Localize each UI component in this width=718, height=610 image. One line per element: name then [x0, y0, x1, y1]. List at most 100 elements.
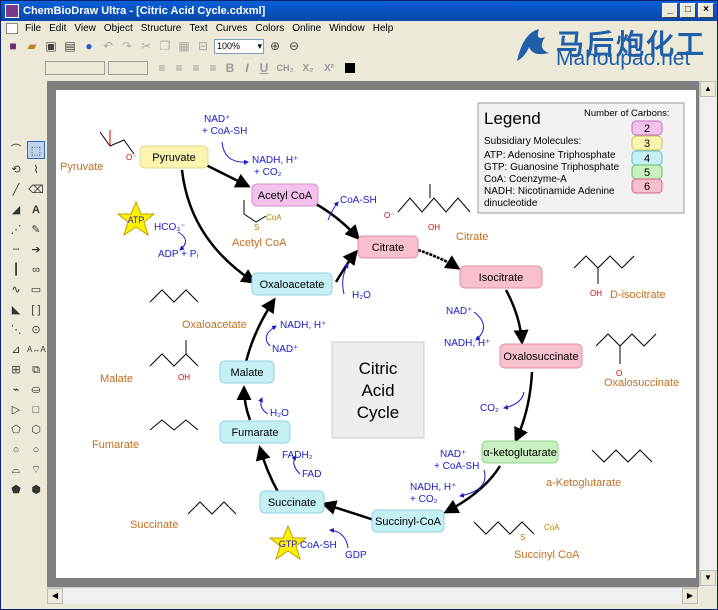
- print-icon[interactable]: ▤: [64, 39, 76, 53]
- scroll-right-button[interactable]: ▶: [682, 588, 698, 604]
- cyclopropane-tool[interactable]: ▷: [11, 404, 21, 416]
- chain-tool[interactable]: ⌇: [33, 164, 39, 176]
- help-icon[interactable]: ●: [85, 39, 93, 53]
- charge-tool[interactable]: ⊙: [31, 324, 41, 336]
- structure-label-malate: Malate: [100, 373, 133, 385]
- arrow-tool[interactable]: ➔: [31, 244, 41, 256]
- menu-help[interactable]: Help: [372, 22, 394, 34]
- query-tool[interactable]: ⧉: [32, 364, 40, 376]
- hash-bond-tool[interactable]: ⋰: [10, 224, 22, 236]
- box-succinyl-coa[interactable]: [371, 509, 445, 533]
- new-document-icon[interactable]: ■: [9, 39, 17, 53]
- wedge-tool[interactable]: ◢: [11, 204, 21, 216]
- box-pyruvate[interactable]: [139, 145, 209, 169]
- chair-tool-1[interactable]: ⌓: [11, 464, 21, 476]
- horizontal-scrollbar[interactable]: ◀ ▶: [47, 587, 699, 604]
- benzene-tool[interactable]: ⬢: [31, 484, 41, 496]
- save-icon[interactable]: ▣: [45, 39, 57, 53]
- align-center-icon[interactable]: ≡: [175, 61, 183, 75]
- eraser-tool[interactable]: ⌫: [28, 184, 44, 196]
- text-tool[interactable]: A: [32, 204, 40, 216]
- table-tool[interactable]: ⊞: [11, 364, 21, 376]
- scroll-down-button[interactable]: ▼: [700, 570, 716, 586]
- box-isocitrate[interactable]: [459, 265, 543, 289]
- font-select[interactable]: [45, 61, 105, 75]
- italic-button[interactable]: I: [245, 61, 249, 75]
- legend-line-atp: ATP: Adenosine Triphosphate: [484, 150, 616, 161]
- lasso-tool[interactable]: ⌒: [10, 144, 22, 156]
- vertical-scrollbar[interactable]: ▲ ▼: [699, 81, 716, 587]
- dashed-bond-tool[interactable]: ┄: [12, 244, 20, 256]
- menu-online[interactable]: Online: [292, 22, 322, 34]
- cut-icon[interactable]: ✂: [140, 39, 152, 53]
- box-oxalosuccinate[interactable]: [499, 343, 583, 369]
- maximize-button[interactable]: □: [680, 3, 696, 18]
- menu-text[interactable]: Text: [189, 22, 208, 34]
- align-left-icon[interactable]: ≡: [158, 61, 166, 75]
- box-oxaloacetate[interactable]: [251, 272, 333, 296]
- cyclobutane-tool[interactable]: □: [32, 404, 40, 416]
- copy-icon[interactable]: ❐: [159, 39, 171, 53]
- cycloheptane-tool[interactable]: ○: [12, 444, 20, 456]
- scroll-up-button[interactable]: ▲: [700, 81, 716, 97]
- menu-colors[interactable]: Colors: [255, 22, 285, 34]
- menu-edit[interactable]: Edit: [49, 22, 67, 34]
- zoom-out-icon[interactable]: ⊖: [288, 39, 300, 53]
- menu-curves[interactable]: Curves: [215, 22, 248, 34]
- cyclooctane-tool[interactable]: ○: [32, 444, 40, 456]
- box-fumarate[interactable]: [219, 420, 291, 444]
- mapping-tool[interactable]: A↔A: [27, 345, 46, 354]
- ring-bond-tool[interactable]: ⊿: [11, 344, 21, 356]
- bold-button[interactable]: B: [225, 61, 235, 75]
- underline-button[interactable]: U: [259, 61, 269, 75]
- chair-tool-2[interactable]: ⌔: [30, 464, 42, 476]
- bold-bond-tool[interactable]: ┃: [12, 264, 20, 276]
- stamp-tool[interactable]: ⛀: [31, 384, 41, 396]
- cyclopentane-tool[interactable]: ⬠: [11, 424, 21, 436]
- superscript-button[interactable]: X²: [324, 62, 334, 74]
- wavy-bond-tool[interactable]: ∿: [11, 284, 21, 296]
- color-swatch[interactable]: [345, 63, 355, 73]
- rotate-tool[interactable]: ⟲: [11, 164, 21, 176]
- open-folder-icon[interactable]: ▰: [27, 39, 37, 53]
- hashed-wedge-tool[interactable]: ⋱: [10, 324, 22, 336]
- bracket-tool[interactable]: [ ]: [31, 304, 41, 316]
- box-succinate[interactable]: [259, 490, 325, 514]
- chain-draw-tool[interactable]: ⌁: [12, 384, 20, 396]
- pen-tool[interactable]: ✎: [31, 224, 41, 236]
- drawing-tool[interactable]: ▭: [30, 284, 42, 296]
- zoom-select[interactable]: 100%: [214, 38, 264, 54]
- justify-icon[interactable]: ≡: [209, 61, 217, 75]
- formula-button[interactable]: CH₂: [276, 63, 294, 73]
- legend-count-5: 5: [644, 167, 650, 179]
- document-icon[interactable]: [6, 22, 18, 34]
- cyclopentadiene-tool[interactable]: ⬟: [11, 484, 21, 496]
- paste-icon[interactable]: ▦: [178, 39, 190, 53]
- box-malate[interactable]: [219, 360, 275, 384]
- menu-structure[interactable]: Structure: [140, 22, 182, 34]
- menu-view[interactable]: View: [74, 22, 96, 34]
- subscript-button[interactable]: X₂: [302, 62, 314, 74]
- wedge-bold-tool[interactable]: ◣: [11, 304, 21, 316]
- undo-icon[interactable]: ↶: [102, 39, 114, 53]
- bond-tool[interactable]: ╱: [12, 184, 20, 196]
- close-button[interactable]: ×: [698, 3, 714, 18]
- scroll-left-button[interactable]: ◀: [47, 588, 63, 604]
- document-page[interactable]: Legend Number of Carbons: Subsidiary Mol…: [56, 90, 696, 578]
- box-alpha-kg[interactable]: [481, 440, 559, 464]
- orbital-tool[interactable]: ∞: [32, 264, 40, 276]
- box-acetyl-coa[interactable]: [251, 183, 319, 207]
- menu-window[interactable]: Window: [329, 22, 365, 34]
- title-bar[interactable]: ChemBioDraw Ultra - [Citric Acid Cycle.c…: [1, 1, 717, 21]
- redo-icon[interactable]: ↷: [121, 39, 133, 53]
- menu-file[interactable]: File: [25, 22, 42, 34]
- menu-object[interactable]: Object: [103, 22, 133, 34]
- size-select[interactable]: [108, 61, 148, 75]
- align-right-icon[interactable]: ≡: [192, 61, 200, 75]
- minimize-button[interactable]: _: [662, 3, 678, 18]
- cyclohexane-tool[interactable]: ⬡: [31, 424, 41, 436]
- select-tool[interactable]: ⬚: [27, 141, 45, 159]
- clear-icon[interactable]: ⊟: [197, 39, 209, 53]
- box-citrate[interactable]: [357, 235, 419, 259]
- zoom-in-icon[interactable]: ⊕: [269, 39, 281, 53]
